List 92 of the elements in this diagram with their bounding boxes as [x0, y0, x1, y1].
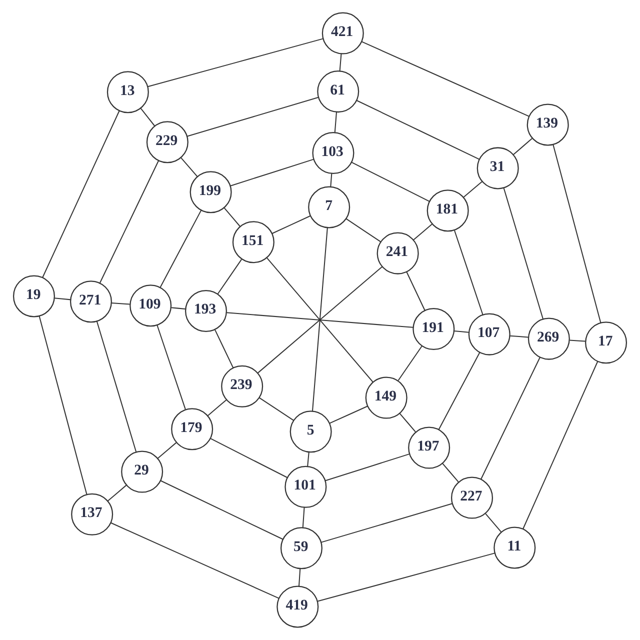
connector: [356, 100, 480, 160]
node-circle: 271: [70, 280, 112, 323]
connector: [570, 340, 586, 342]
node-circle: 5: [290, 410, 332, 453]
node-circle: 109: [130, 284, 172, 327]
connector: [312, 228, 328, 411]
connector: [160, 480, 284, 540]
connector: [110, 522, 279, 599]
connector: [362, 41, 530, 117]
connector: [438, 352, 480, 430]
connector: [413, 224, 432, 240]
connector: [513, 138, 532, 156]
connector: [406, 272, 426, 311]
node-circle: 29: [121, 450, 164, 493]
connector: [214, 330, 234, 368]
connector: [140, 108, 155, 126]
connector: [307, 452, 310, 466]
connector: [325, 454, 410, 482]
node-circle: 421: [322, 12, 364, 54]
node-circle: 31: [476, 147, 519, 190]
node-circle: 59: [280, 527, 322, 570]
connector: [339, 54, 342, 72]
connector: [42, 110, 120, 278]
connector: [230, 158, 314, 186]
connector: [217, 259, 242, 294]
node-circle: 227: [451, 476, 494, 519]
connector: [187, 96, 318, 137]
connector: [158, 442, 177, 459]
connector: [180, 158, 198, 177]
node-circle: 149: [365, 376, 408, 419]
node-circle: 7: [308, 186, 350, 228]
connector: [330, 406, 368, 424]
connector: [485, 513, 502, 532]
node-circle: 151: [232, 221, 274, 264]
connector: [258, 266, 382, 374]
connector: [210, 438, 288, 478]
node-circle: 269: [528, 318, 570, 360]
connector: [224, 208, 240, 227]
connector: [38, 316, 88, 494]
connector: [346, 218, 381, 242]
node-circle: 137: [71, 493, 114, 536]
connector: [510, 335, 528, 338]
node-circle: 197: [408, 426, 450, 469]
connector: [298, 568, 301, 586]
node-circle: 179: [171, 408, 214, 450]
connector: [99, 160, 160, 284]
node-circle: 199: [190, 171, 232, 214]
node-circle: 13: [106, 71, 149, 114]
connector: [317, 552, 495, 602]
connector: [258, 397, 294, 421]
connector: [208, 399, 227, 416]
connector: [160, 210, 202, 288]
connector: [480, 357, 540, 480]
connector: [272, 216, 310, 234]
connector: [226, 312, 414, 328]
connector: [454, 230, 484, 316]
node-circle: 107: [468, 313, 510, 356]
connector: [111, 302, 130, 305]
connector: [398, 346, 422, 381]
connector: [330, 174, 332, 187]
node-circle: 241: [376, 232, 419, 274]
node-circle: 419: [276, 586, 319, 628]
connector: [54, 298, 71, 300]
connector: [171, 307, 186, 310]
node-circle: 193: [184, 290, 227, 332]
connector: [148, 38, 324, 88]
node-circle: 11: [494, 526, 536, 569]
node-circle: 19: [12, 275, 55, 318]
connector: [302, 507, 305, 528]
connector: [503, 188, 544, 320]
connector: [351, 162, 430, 202]
connector: [156, 324, 186, 410]
node-circle: 181: [426, 190, 469, 232]
connector: [552, 144, 602, 324]
node-circle: 101: [284, 466, 327, 508]
connector: [266, 258, 374, 382]
connector: [321, 503, 452, 543]
connector: [522, 361, 598, 530]
connector: [108, 484, 127, 502]
connector: [399, 412, 416, 432]
node-circle: 17: [585, 322, 628, 364]
connector: [463, 181, 482, 198]
connector: [442, 462, 459, 482]
node-circle: 61: [317, 70, 360, 113]
node-circle: 239: [221, 365, 264, 408]
connector: [454, 330, 469, 333]
node-circle: 191: [412, 308, 455, 350]
node-circle: 103: [312, 132, 354, 174]
node-circle: 229: [146, 121, 188, 164]
node-circle: 139: [526, 104, 569, 146]
connector: [96, 321, 137, 452]
connector: [334, 112, 337, 132]
